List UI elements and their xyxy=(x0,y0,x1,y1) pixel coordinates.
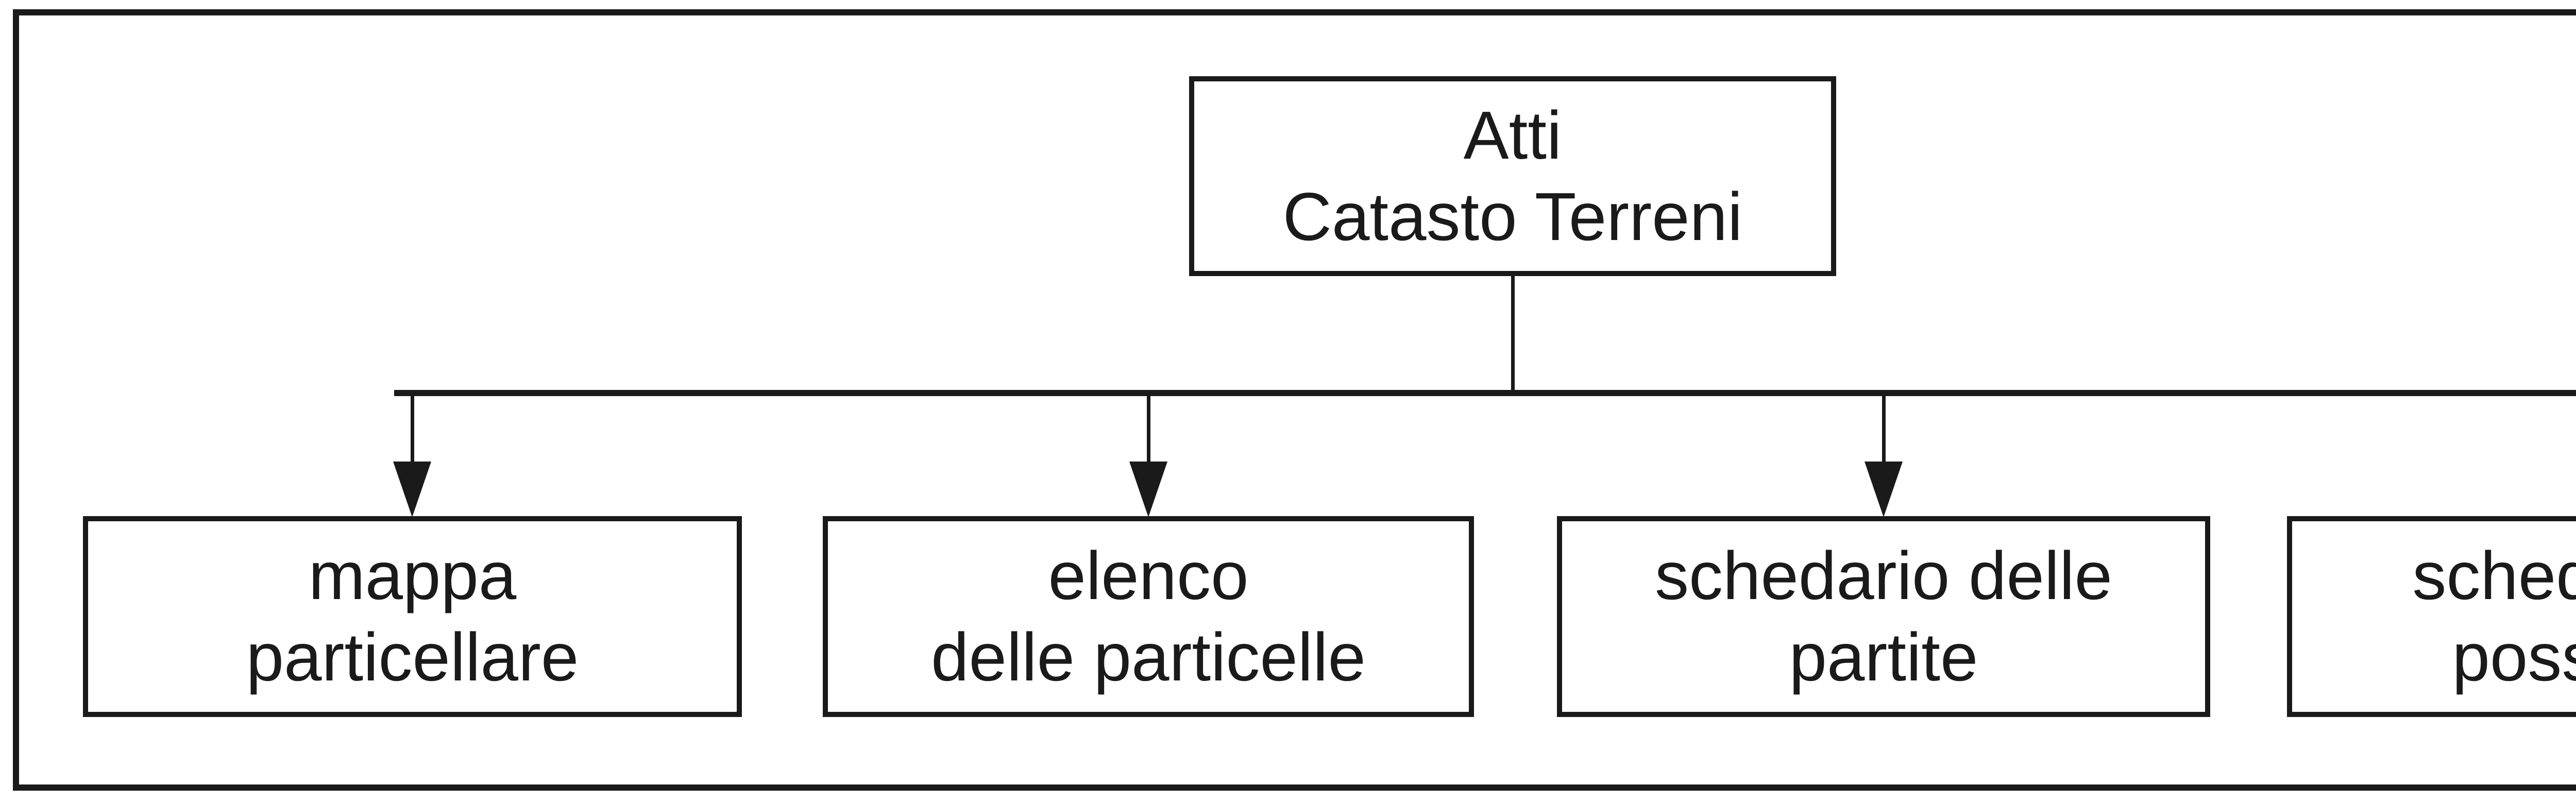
node-schedario-delle-partite: schedario delle partite xyxy=(1557,516,2210,717)
connector-trunk xyxy=(1511,275,1515,395)
outer-border xyxy=(13,9,2576,791)
arrow-down-icon-1 xyxy=(393,462,431,517)
root-label-line2: Catasto Terreni xyxy=(1282,179,1743,254)
connector-stub-2 xyxy=(1147,396,1150,466)
child-3-label-line1: schedario delle xyxy=(1655,538,2112,613)
connector-horizontal xyxy=(394,390,2576,396)
child-1-label-line1: mappa xyxy=(308,538,517,613)
node-atti-catasto-terreni: Atti Catasto Terreni xyxy=(1189,76,1836,276)
arrow-down-icon-2 xyxy=(1129,462,1167,517)
node-mappa-particellare: mappa particellare xyxy=(83,516,742,717)
node-elenco-delle-particelle: elenco delle particelle xyxy=(823,516,1474,717)
child-2-label-line2: delle particelle xyxy=(931,619,1366,695)
node-schedario-dei-possessori: schedario dei possessori xyxy=(2287,516,2576,717)
child-4-label-line1: schedario dei xyxy=(2412,538,2576,613)
child-3-label-line2: partite xyxy=(1789,619,1978,695)
child-1-label-line2: particellare xyxy=(246,619,579,695)
connector-stub-3 xyxy=(1882,396,1886,466)
child-4-label-line2: possessori xyxy=(2452,619,2576,695)
arrow-down-icon-3 xyxy=(1865,462,1903,517)
connector-stub-1 xyxy=(411,396,414,466)
child-2-label-line1: elenco xyxy=(1048,538,1249,613)
root-label-line1: Atti xyxy=(1463,97,1562,173)
